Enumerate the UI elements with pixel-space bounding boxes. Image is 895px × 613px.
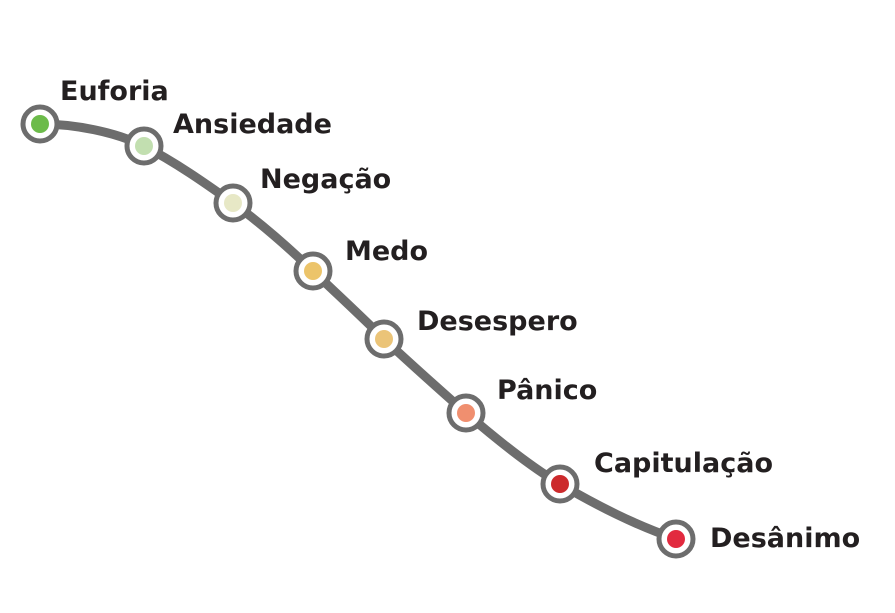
stage-desespero: Desespero xyxy=(364,306,578,359)
stage-marker-dot xyxy=(551,475,569,493)
stage-euforia: Euforia xyxy=(20,76,169,144)
stage-marker-dot xyxy=(224,194,242,212)
stage-capitulacao: Capitulação xyxy=(540,448,773,504)
stage-marker-dot xyxy=(135,137,153,155)
stage-label: Negação xyxy=(260,164,391,195)
stage-negacao: Negação xyxy=(213,164,391,223)
stage-label: Medo xyxy=(345,236,428,267)
stage-label: Ansiedade xyxy=(173,109,332,140)
stage-marker-dot xyxy=(31,115,49,133)
stage-desanimo: Desânimo xyxy=(656,519,860,559)
stage-label: Desânimo xyxy=(710,523,860,554)
stage-marker-dot xyxy=(457,404,475,422)
stage-marker-dot xyxy=(375,330,393,348)
stage-marker-dot xyxy=(667,530,685,548)
stage-label: Pânico xyxy=(497,375,597,406)
stage-ansiedade: Ansiedade xyxy=(124,109,332,166)
stage-medo: Medo xyxy=(293,236,428,291)
stage-label: Euforia xyxy=(60,76,169,107)
stage-label: Desespero xyxy=(417,306,578,337)
stage-panico: Pânico xyxy=(446,375,597,433)
stage-marker-dot xyxy=(304,262,322,280)
stage-label: Capitulação xyxy=(594,448,773,479)
